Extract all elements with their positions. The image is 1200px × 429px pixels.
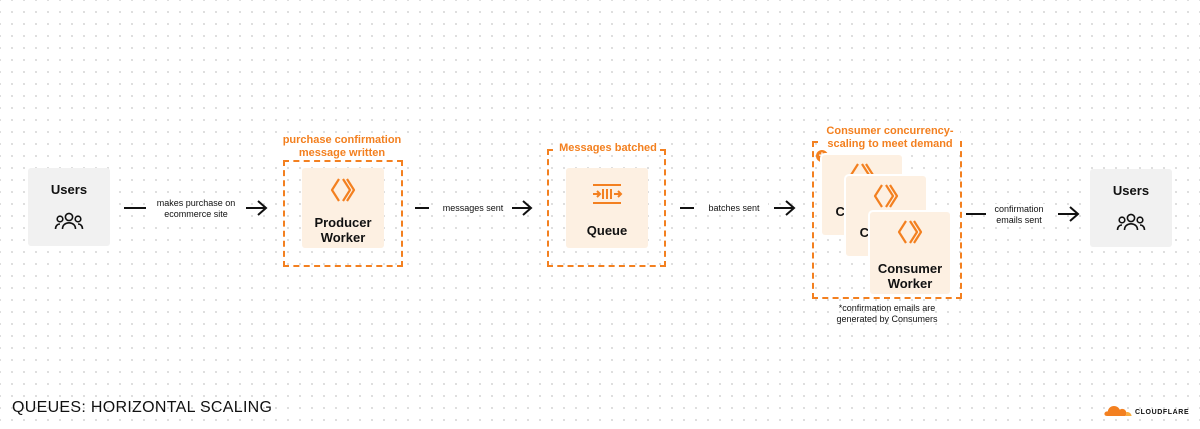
consumer-group-label: Consumer concurrency- scaling to meet de… <box>820 125 960 151</box>
consumer-group-label-line1: Consumer concurrency- <box>826 125 954 137</box>
cloudflare-workers-icon <box>895 218 925 251</box>
producer-title-line2: Worker <box>320 230 366 245</box>
consumer-group-label-line2: scaling to meet demand <box>827 138 953 150</box>
producer-worker-card: Producer Worker <box>302 168 384 248</box>
queue-title: Queue <box>586 223 628 238</box>
consumer-footnote: *confirmation emails are generated by Co… <box>812 303 962 325</box>
users-icon <box>1116 212 1146 237</box>
consumer-footnote-line1: *confirmation emails are <box>838 303 936 313</box>
producer-title-line1: Producer <box>314 215 372 230</box>
cloudflare-workers-icon <box>328 176 358 209</box>
users-icon <box>54 211 84 236</box>
brand: CLOUDFLARE <box>1104 403 1189 422</box>
edge-arrow-queue-consumer <box>680 200 796 216</box>
edge-arrow-users-producer <box>124 200 268 216</box>
consumer-worker-card: Consumer Worker <box>870 212 950 294</box>
edge-arrow-producer-queue <box>415 200 533 216</box>
edge-label-confirmation-emails: confirmation emails sent <box>986 204 1052 226</box>
users-label: Users <box>1112 183 1150 198</box>
users-node-left: Users <box>28 168 110 246</box>
queue-icon <box>591 182 623 211</box>
edge-label-batches-sent: batches sent <box>700 203 768 214</box>
consumer-title-line2: Worker <box>887 276 933 291</box>
producer-group <box>283 160 403 267</box>
queue-group-label: Messages batched <box>557 142 659 155</box>
producer-group-label: purchase confirmation message written <box>275 134 409 160</box>
cloudflare-workers-icon <box>871 182 901 215</box>
edge-label-messages-sent: messages sent <box>434 203 512 214</box>
edge-arrow-consumer-users <box>966 206 1080 222</box>
queue-card: Queue <box>566 168 648 248</box>
page-title: QUEUES: HORIZONTAL SCALING <box>12 399 273 416</box>
users-node-right: Users <box>1090 169 1172 247</box>
edge-label-makes-purchase: makes purchase on ecommerce site <box>150 198 242 220</box>
brand-name: CLOUDFLARE <box>1135 409 1190 416</box>
edge-label-confirmation-emails-text: confirmation emails sent <box>994 204 1044 225</box>
consumer-footnote-line2: generated by Consumers <box>836 314 938 324</box>
cloudflare-logo-icon <box>1104 403 1132 422</box>
consumer-title-line1: Consumer <box>877 261 943 276</box>
users-label: Users <box>50 182 88 197</box>
